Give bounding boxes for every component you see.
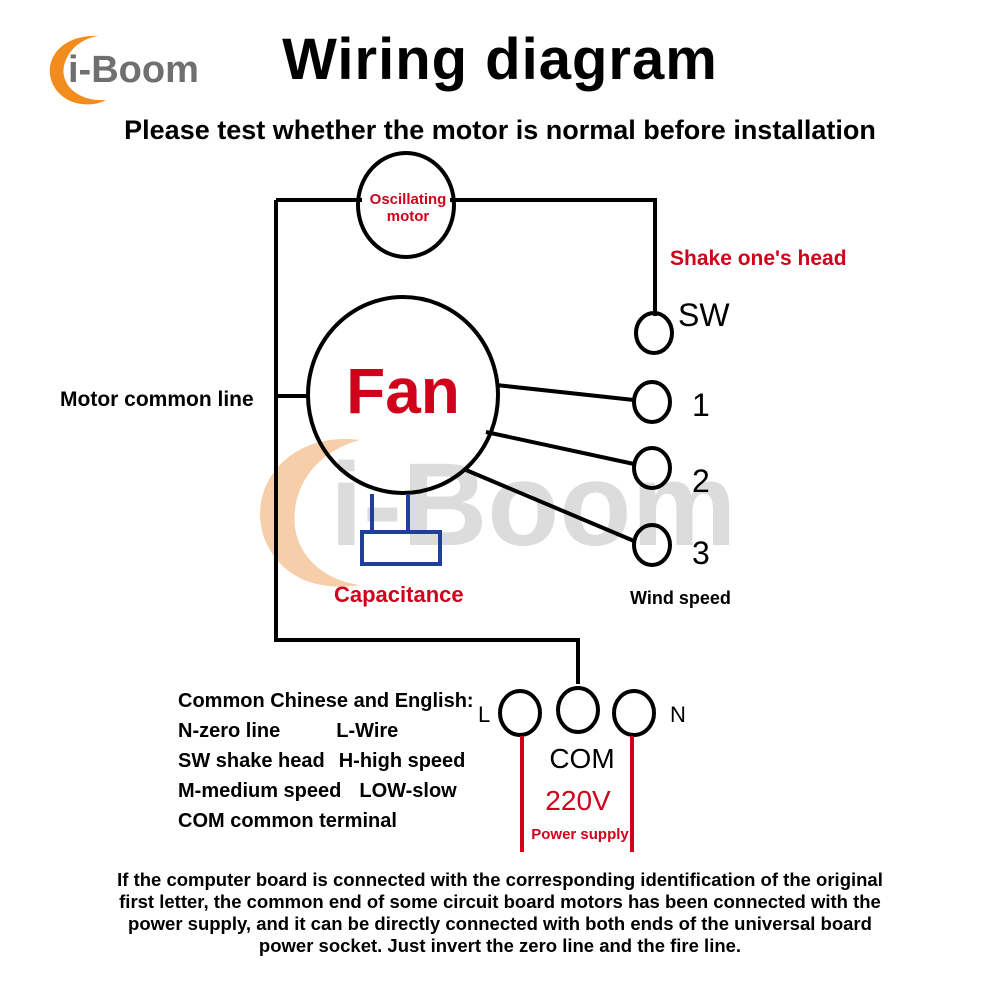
terminal-l xyxy=(498,689,542,737)
legend-row: COM common terminal xyxy=(178,806,474,836)
capacitor xyxy=(360,494,442,566)
capacitance-label: Capacitance xyxy=(334,582,464,607)
legend-item: N-zero line xyxy=(178,720,281,742)
page-subtitle: Please test whether the motor is normal … xyxy=(124,115,876,145)
terminal-sw xyxy=(634,311,674,355)
installation-note: If the computer board is connected with … xyxy=(117,869,883,956)
legend-item: M-medium speed xyxy=(178,780,342,802)
power-supply-lines xyxy=(520,736,634,852)
brand-logo: i-Boom xyxy=(49,35,199,105)
terminal-3 xyxy=(632,523,672,567)
legend-title: Common Chinese and English: xyxy=(178,690,474,712)
shake-head-label: Shake one's head xyxy=(670,247,847,270)
legend-item: LOW-slow xyxy=(359,780,457,802)
watermark-crescent-icon xyxy=(260,439,360,587)
watermark-text: i-Boom xyxy=(330,439,736,571)
fan-label: Fan xyxy=(346,355,460,427)
terminal-3-label: 3 xyxy=(692,535,710,571)
oscillating-motor xyxy=(356,151,456,259)
page-title: Wiring diagram xyxy=(282,27,718,92)
terminal-sw-label: SW xyxy=(678,297,730,333)
terminal-2 xyxy=(632,446,672,490)
legend-item: L-Wire xyxy=(336,720,399,742)
terminal-n-label: N xyxy=(670,702,686,727)
wind-speed-label: Wind speed xyxy=(630,588,731,608)
speed-3-wire xyxy=(465,468,635,543)
terminal-1 xyxy=(632,380,672,424)
legend-row: N-zero line L-Wire xyxy=(178,716,474,746)
legend-item: SW shake head xyxy=(178,750,325,772)
logo-text: i-Boom xyxy=(68,49,199,91)
com-label: COM xyxy=(549,743,614,774)
motor-common-line-label: Motor common line xyxy=(60,388,254,411)
terminal-com xyxy=(556,686,600,734)
oscillating-motor-label-line2: motor xyxy=(387,208,430,225)
terminal-n xyxy=(612,689,656,737)
terminal-2-label: 2 xyxy=(692,463,710,499)
legend-item: COM common terminal xyxy=(178,810,397,832)
common-line-wire xyxy=(274,200,580,684)
logo-crescent-icon xyxy=(49,35,106,105)
legend-item: H-high speed xyxy=(338,750,466,772)
speed-2-wire xyxy=(485,430,635,466)
speed-1-wire xyxy=(495,383,635,402)
legend-row: SW shake head H-high speed xyxy=(178,746,474,776)
power-supply-label: Power supply xyxy=(531,826,629,843)
voltage-label: 220V xyxy=(545,785,611,816)
terminal-l-label: L xyxy=(478,702,490,727)
oscillating-motor-wire xyxy=(276,198,657,316)
terminal-1-label: 1 xyxy=(692,387,710,423)
fan-motor xyxy=(306,295,500,495)
legend-row: M-medium speed LOW-slow xyxy=(178,776,474,806)
oscillating-motor-label-line1: Oscillating xyxy=(370,191,447,208)
